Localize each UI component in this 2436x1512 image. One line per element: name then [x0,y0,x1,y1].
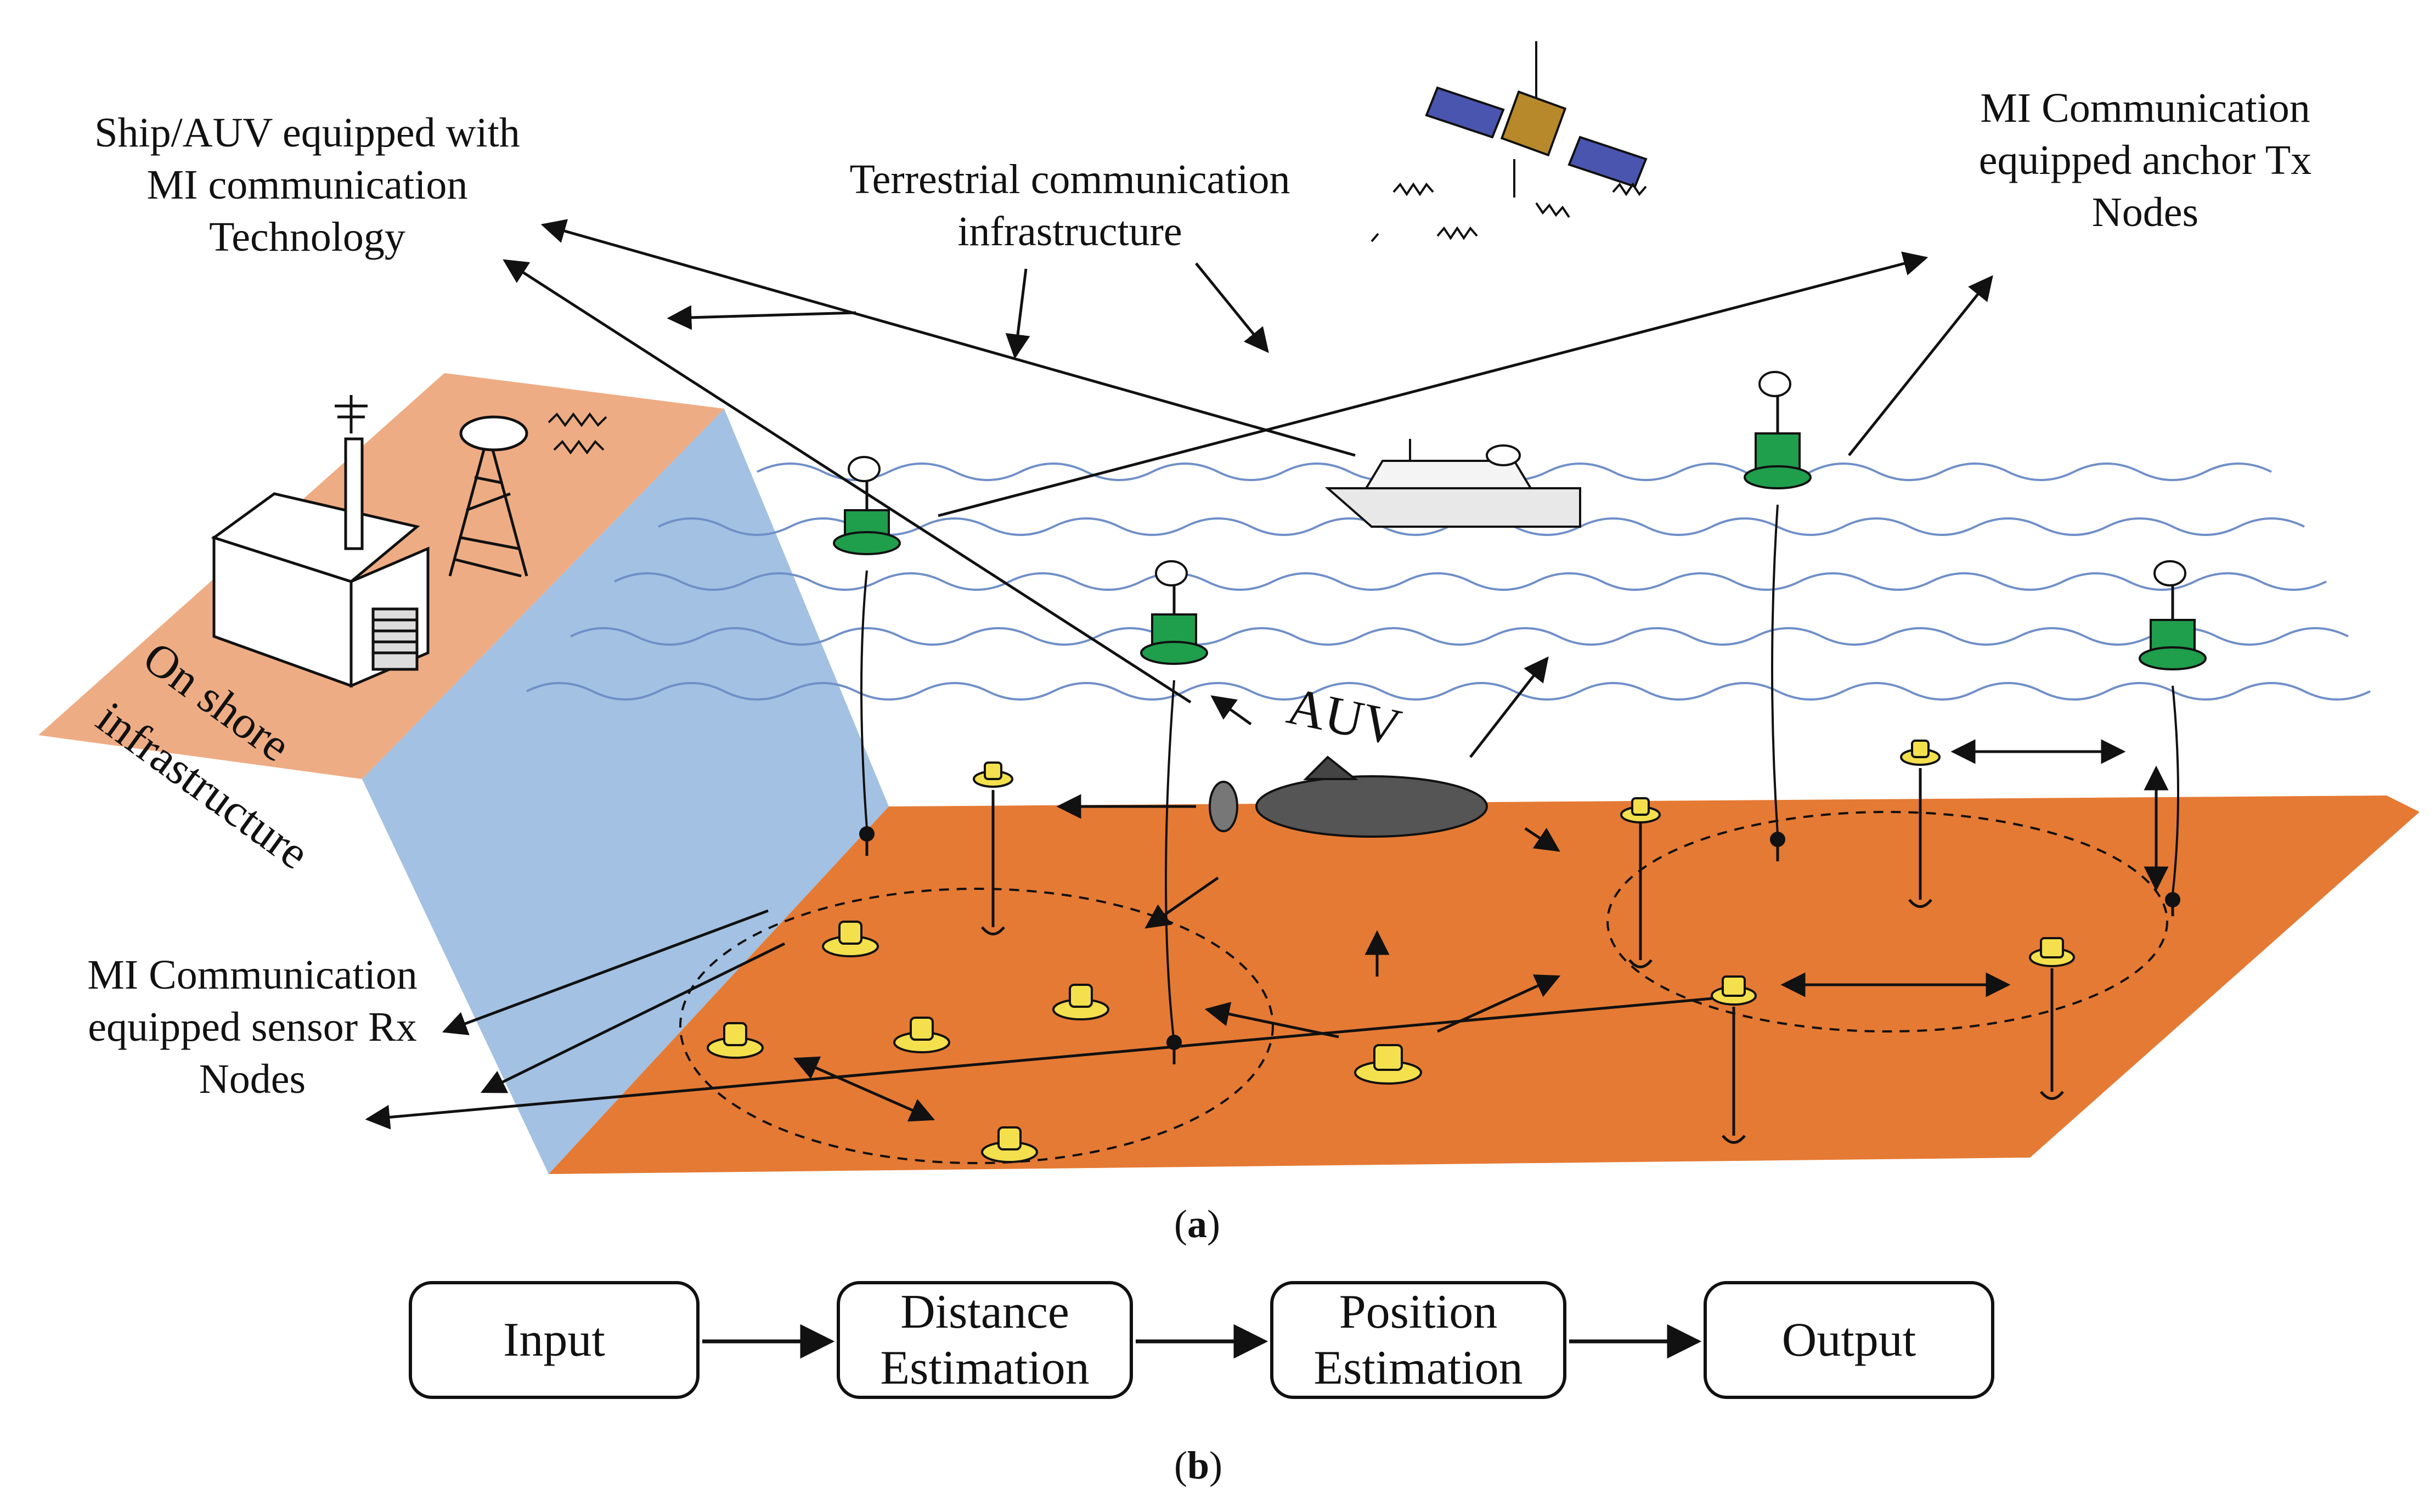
sensor-node-6 [1354,1044,1422,1085]
sensor-node-7 [973,761,1013,788]
tower-signal-icon [548,412,607,455]
sensor-node-2 [707,1022,764,1059]
flow-step-distance-line1: Distance [900,1285,1069,1339]
flow-step-distance-estimation: Distance Estimation [837,1281,1133,1399]
flow-step-output: Output [1704,1281,1994,1399]
flow-step-position-line2: Estimation [1313,1341,1523,1395]
label-ship-auv-line2: MI communication [146,162,468,208]
ship-icon [1324,439,1581,528]
label-ship-auv: Ship/AUV equipped with MI communication … [33,107,582,263]
label-anchor-tx-line1: MI Communication [1980,85,2310,131]
label-anchor-tx-line3: Nodes [2091,189,2199,235]
sensor-node-3 [893,1017,950,1053]
flow-step-position-estimation: Position Estimation [1270,1281,1566,1399]
sensor-cluster-2 [1606,811,2168,1033]
caption-a: (a) [1174,1202,1220,1246]
sensor-cluster-1 [679,888,1274,1164]
label-anchor-tx: MI Communication equipped anchor Tx Node… [1909,82,2381,239]
anchor-buoy-4 [2139,560,2207,907]
anchor-buoy-1 [833,456,901,842]
label-ship-auv-line1: Ship/AUV equipped with [94,110,520,156]
label-sensor-rx: MI Communication equipped sensor Rx Node… [33,949,472,1105]
caption-b-letter: b [1187,1443,1210,1487]
label-sensor-rx-line2: equipped sensor Rx [88,1004,417,1050]
sensor-node-11 [2029,937,2075,967]
satellite-icon [1425,41,1648,198]
label-terrestrial-line1: Terrestrial communication [849,156,1290,202]
label-ship-auv-line3: Technology [209,214,405,260]
flow-step-distance-line2: Estimation [880,1341,1090,1395]
anchor-buoy-2 [1140,560,1208,1050]
label-sensor-rx-line1: MI Communication [87,952,418,998]
auv-icon [1209,755,1488,838]
label-sensor-rx-line3: Nodes [199,1056,306,1102]
sensor-node-10 [1711,975,1757,1006]
radio-tower-icon [335,395,528,578]
satellite-signal-icon [1371,182,1647,242]
sensor-node-1 [822,921,879,957]
sensor-nodes [707,740,2075,1163]
flow-step-input-text: Input [503,1313,605,1367]
flow-step-output-text: Output [1781,1313,1916,1367]
flow-step-position-line1: Position [1339,1285,1498,1339]
label-terrestrial-line2: infrastructure [957,208,1182,255]
flow-step-input: Input [409,1281,700,1399]
sensor-node-4 [1052,984,1109,1020]
label-anchor-tx-line2: equipped anchor Tx [1978,137,2312,183]
anchor-buoy-3 [1744,371,1812,847]
caption-a-letter: a [1187,1202,1207,1246]
label-terrestrial: Terrestrial communication infrastructure [801,154,1339,258]
seabed-anchors [865,768,2174,1144]
caption-b: (b) [1174,1443,1223,1487]
sensor-node-5 [981,1126,1038,1163]
water-face [362,409,889,1174]
onshore-factory-icon [211,437,430,688]
sensor-node-9 [1900,740,1941,766]
sensor-node-8 [1620,797,1661,823]
diagram-arrows [365,219,2169,1130]
